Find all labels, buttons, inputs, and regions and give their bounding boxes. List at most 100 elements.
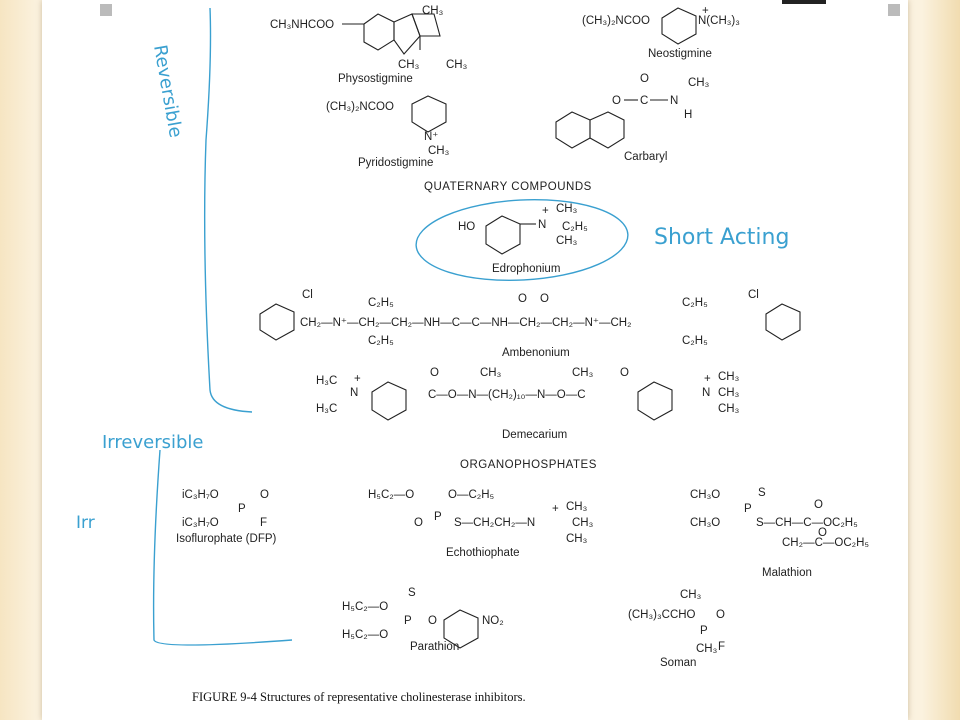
parathion-ethoxy-bottom: H₅C₂—O — [342, 629, 388, 641]
soman-f: F — [718, 641, 725, 653]
isoflurophate-name: Isoflurophate (DFP) — [176, 533, 277, 545]
demecarium-ch3-left: CH₃ — [480, 367, 502, 379]
ambenonium-structure: Cl C₂H₅ C₂H₅ O O CH₂—N⁺—CH₂—CH₂—NH—C—C—N… — [259, 289, 801, 359]
pyridostigmine-ch3: CH₃ — [428, 145, 450, 157]
malathion-p: P — [744, 503, 752, 515]
corner-mark — [100, 4, 112, 16]
ambenonium-name: Ambenonium — [502, 347, 570, 359]
soman-structure: CH₃ (CH₃)₃CCHO O P CH₃ F Soman — [628, 589, 725, 669]
pyridostigmine-prefix: (CH₃)₂NCOO — [326, 101, 394, 113]
echothiophate-plus: + — [552, 503, 559, 515]
edrophonium-structure: HO N + CH₃ C₂H₅ CH₃ Edrophonium — [458, 203, 588, 275]
malathion-chain: S—CH—C—OC₂H₅ — [756, 517, 858, 529]
neostigmine-plus: + — [702, 5, 709, 17]
ambenonium-chain: CH₂—N⁺—CH₂—CH₂—NH—C—C—NH—CH₂—CH₂—N⁺—CH₂ — [300, 317, 632, 329]
carbaryl-structure: O C O N CH₃ H Carbaryl — [555, 73, 710, 163]
physostigmine-ch3-left: CH₃ — [398, 59, 420, 71]
ambenonium-c2h5-right-bottom: C₂H₅ — [682, 335, 708, 347]
carbaryl-c: C — [640, 95, 648, 107]
demecarium-n-right: N — [702, 387, 710, 399]
malathion-structure: CH₃O CH₃O S P O S—CH—C—OC₂H₅ O CH₂—C—OC₂… — [690, 487, 869, 579]
parathion-o: O — [428, 615, 437, 627]
demecarium-h3c-bottom: H₃C — [316, 403, 337, 415]
malathion-name: Malathion — [762, 567, 812, 579]
parathion-ethoxy-top: H₅C₂—O — [342, 601, 388, 613]
document-page: CH₃NHCOO CH₃ CH₃ CH₃ Physostigmine (CH₃)… — [42, 0, 908, 720]
isoflurophate-o: O — [260, 489, 269, 501]
echothiophate-structure: H₅C₂—O O—C₂H₅ P O S—CH₂CH₂—N + CH₃ CH₃ C… — [368, 489, 594, 559]
carbaryl-carbonyl-o: O — [640, 73, 649, 85]
reversible-label: Reversible — [149, 43, 186, 139]
parathion-p: P — [404, 615, 412, 627]
ambenonium-c2h5-left-top: C₂H₅ — [368, 297, 394, 309]
echothiophate-ch3-3: CH₃ — [566, 533, 588, 545]
soman-tbutyl: (CH₃)₃CCHO — [628, 609, 696, 621]
physostigmine-ch3-top: CH₃ — [422, 5, 444, 17]
demecarium-plus-left: + — [354, 373, 361, 385]
edrophonium-n: N — [538, 219, 546, 231]
parathion-structure: H₅C₂—O H₅C₂—O S P O NO₂ Parathion — [342, 587, 504, 653]
figure-caption: FIGURE 9-4 Structures of representative … — [192, 690, 526, 704]
quaternary-heading: QUATERNARY COMPOUNDS — [424, 181, 592, 193]
demecarium-h3c-top: H₃C — [316, 375, 337, 387]
short-acting-label: Short Acting — [654, 225, 789, 250]
carbaryl-h: H — [684, 109, 692, 121]
demecarium-o-right: O — [620, 367, 629, 379]
parathion-no2: NO₂ — [482, 615, 504, 627]
demecarium-ch3-r1: CH₃ — [718, 371, 740, 383]
ambenonium-cl-right: Cl — [748, 289, 759, 301]
malathion-methoxy-bottom: CH₃O — [690, 517, 720, 529]
neostigmine-amine: N(CH₃)₃ — [698, 15, 740, 27]
echothiophate-ethoxy-left: H₅C₂—O — [368, 489, 414, 501]
reversible-bracket — [203, 7, 253, 413]
pyridostigmine-structure: (CH₃)₂NCOO N⁺ CH₃ Pyridostigmine — [326, 95, 450, 169]
malathion-methoxy-top: CH₃O — [690, 489, 720, 501]
edrophonium-plus: + — [542, 205, 549, 217]
demecarium-ch3-right: CH₃ — [572, 367, 594, 379]
physostigmine-ch3-right: CH₃ — [446, 59, 468, 71]
malathion-thione-s: S — [758, 487, 766, 499]
echothiophate-ethoxy-right: O—C₂H₅ — [448, 489, 495, 501]
edrophonium-ch3-bottom: CH₃ — [556, 235, 578, 247]
neostigmine-prefix: (CH₃)₂NCOO — [582, 15, 650, 27]
irreversible-label: Irreversible — [102, 432, 203, 453]
pyridostigmine-nplus: N⁺ — [424, 131, 438, 143]
echothiophate-name: Echothiophate — [446, 547, 520, 559]
demecarium-n-left: N — [350, 387, 358, 399]
ambenonium-o-left: O — [518, 293, 527, 305]
ambenonium-o-right: O — [540, 293, 549, 305]
irr-label: Irr — [76, 513, 95, 533]
demecarium-o-left: O — [430, 367, 439, 379]
physostigmine-structure: CH₃NHCOO CH₃ CH₃ CH₃ Physostigmine — [270, 5, 468, 85]
echothiophate-ch3-2: CH₃ — [572, 517, 594, 529]
carbaryl-ch3: CH₃ — [688, 77, 710, 89]
demecarium-structure: H₃C H₃C N + O CH₃ CH₃ O C—O—N—(CH₂)₁₀—N—… — [316, 367, 740, 441]
echothiophate-p: P — [434, 511, 442, 523]
demecarium-ch3-r3: CH₃ — [718, 403, 740, 415]
soman-ch3-bottom: CH₃ — [696, 643, 718, 655]
edrophonium-ch3-top: CH₃ — [556, 203, 578, 215]
soman-o: O — [716, 609, 725, 621]
echothiophate-o: O — [414, 517, 423, 529]
edrophonium-ho: HO — [458, 221, 475, 233]
neostigmine-name: Neostigmine — [648, 48, 712, 60]
demecarium-chain: C—O—N—(CH₂)₁₀—N—O—C — [428, 389, 586, 401]
parathion-name: Parathion — [410, 641, 459, 653]
malathion-chain2: CH₂—C—OC₂H₅ — [782, 537, 869, 549]
pyridostigmine-name: Pyridostigmine — [358, 157, 433, 169]
soman-ch3-top: CH₃ — [680, 589, 702, 601]
carbaryl-n: N — [670, 95, 678, 107]
echothiophate-ch3-1: CH₃ — [566, 501, 588, 513]
neostigmine-structure: (CH₃)₂NCOO + N(CH₃)₃ Neostigmine — [582, 5, 740, 60]
isoflurophate-f: F — [260, 517, 267, 529]
physostigmine-name: Physostigmine — [338, 73, 413, 85]
carbaryl-name: Carbaryl — [624, 151, 667, 163]
isoflurophate-p: P — [238, 503, 246, 515]
irreversible-bracket — [152, 449, 293, 646]
demecarium-ch3-r2: CH₃ — [718, 387, 740, 399]
malathion-o-bottom: O — [818, 527, 827, 539]
isoflurophate-structure: iC₃H₇O iC₃H₇O P O F Isoflurophate (DFP) — [176, 489, 277, 545]
chemistry-figure: CH₃NHCOO CH₃ CH₃ CH₃ Physostigmine (CH₃)… — [76, 0, 900, 704]
isoflurophate-ipro-top: iC₃H₇O — [182, 489, 219, 501]
parathion-s: S — [408, 587, 416, 599]
